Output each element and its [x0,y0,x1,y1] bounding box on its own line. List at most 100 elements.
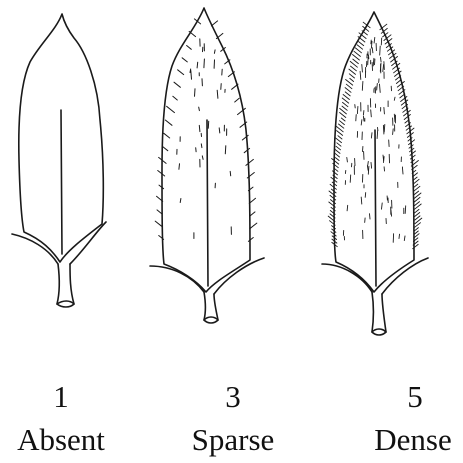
hair-stroke [174,82,180,87]
hair-stroke [217,90,218,98]
hair-stroke [225,146,226,154]
hair-stroke [230,171,231,175]
hair-stroke [357,45,362,49]
pedicel-tip [57,301,74,304]
hair-stroke [180,199,181,203]
hair-stroke [402,167,403,174]
hair-stroke [368,161,369,165]
hair-stroke [368,57,369,65]
hair-stroke [363,116,364,121]
hair-stroke [384,125,385,133]
hair-stroke [361,197,362,204]
hair-stroke [179,164,180,170]
hair-stroke [349,74,354,78]
hair-stroke [399,234,400,238]
hair-stroke [345,92,350,96]
hair-stroke [380,84,381,92]
hair-stroke [345,88,351,93]
hair-stroke [248,238,253,242]
hair-stroke [371,133,372,138]
hair-stroke [342,98,349,103]
hair-stroke [202,156,203,160]
hair-stroke [339,124,344,128]
hair-stroke [415,213,420,217]
hair-stroke [370,214,371,219]
hair-stroke [371,110,372,117]
hair-stroke [354,51,360,56]
hair-stroke [351,66,357,71]
midrib [207,120,208,286]
hair-stroke [368,166,369,174]
hair-stroke [338,136,342,139]
hair-stroke [373,58,374,66]
hair-stroke [337,143,341,146]
hair-stroke [342,106,347,110]
hair-stroke [383,125,384,134]
hair-stroke [362,81,363,90]
hair-stroke [355,48,361,53]
hair-stroke [363,111,364,116]
label-dense: Dense [343,424,463,455]
score-sparse: 3 [163,381,303,412]
hair-stroke [335,138,341,143]
hair-stroke [341,118,345,121]
hair-stroke [350,78,354,81]
hair-stroke [381,57,382,62]
leaf-outline [334,12,414,292]
hair-stroke [393,129,394,135]
hair-stroke [235,98,240,102]
label-sparse: Sparse [163,424,303,455]
midrib [375,130,376,286]
hair-stroke [383,65,384,72]
hair-stroke [214,50,215,54]
hair-stroke [155,221,162,227]
hair-stroke [377,83,378,90]
hair-stroke [360,71,361,79]
hair-stroke [359,42,364,46]
hair-stroke [246,159,254,165]
hair-stroke [164,133,170,138]
hair-stroke [165,120,172,125]
hair-stroke [197,62,198,68]
hair-stroke [195,89,196,97]
hair-stroke [182,58,187,62]
pedicel-tip [372,329,386,332]
hair-stroke [394,97,395,100]
hair-stroke [410,151,416,155]
hair-stroke [191,71,192,80]
hair-stroke [347,205,348,211]
calyx-right [382,258,428,294]
hair-stroke [371,162,372,168]
hair-stroke [343,102,348,106]
calyx-right [214,258,264,294]
hair-stroke [377,130,378,138]
hair-stroke [349,69,356,74]
hair-stroke [374,88,375,91]
label-absent: Absent [0,424,131,455]
leaf-outline [162,8,250,292]
hair-stroke [190,69,191,73]
hair-stroke [396,80,400,83]
hair-stroke [167,106,175,112]
hair-stroke [204,59,205,68]
hair-stroke [162,146,167,150]
leaf-sparse [150,8,264,323]
hair-stroke [394,114,395,122]
hair-stroke [201,144,202,148]
hair-stroke [350,175,351,182]
leaf-absent [12,14,106,307]
hair-stroke [372,48,373,53]
hair-stroke [414,231,418,234]
hair-stroke [250,212,255,216]
midrib [61,110,62,254]
sparse-hairs [155,19,257,242]
hair-stroke [405,206,406,214]
hair-stroke [219,128,220,133]
hair-stroke [187,46,192,50]
hair-stroke [199,107,200,111]
pedicel-tip [204,317,218,320]
hair-stroke [199,125,200,131]
hair-stroke [365,193,366,198]
score-absent: 1 [0,381,131,412]
hair-stroke [367,166,368,171]
